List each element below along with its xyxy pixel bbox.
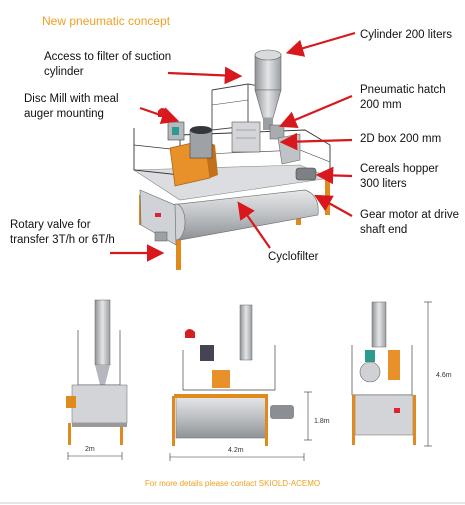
label-cyclofilter: Cyclofilter: [268, 251, 319, 263]
diagram-title: New pneumatic concept: [42, 14, 171, 28]
callout-arrows: [110, 31, 356, 262]
label-pneumatic-hatch: Pneumatic hatch 200 mm: [360, 84, 446, 111]
label-gear-motor: Gear motor at drive shaft end: [360, 209, 460, 236]
dimension-length-front: 4.2m: [228, 447, 244, 454]
dimension-height-total: 4.6m: [436, 372, 452, 379]
footer-contact: For more details please contact SKIOLD-A…: [144, 479, 321, 488]
label-cylinder: Cylinder 200 liters: [360, 29, 453, 41]
label-rotary-valve: Rotary valve for transfer 3T/h or 6T/h: [10, 219, 115, 246]
side-view-left: [66, 299, 128, 460]
dimension-height-front: 1.8m: [314, 418, 330, 425]
front-view: [169, 304, 312, 461]
main-machine: [133, 49, 332, 270]
end-view-right: [351, 301, 432, 447]
label-cereals-hopper: Cereals hopper 300 liters: [360, 163, 439, 190]
label-access-filter: Access to filter of suction cylinder: [44, 51, 172, 78]
dimension-width-left: 2m: [85, 446, 95, 453]
label-disc-mill: Disc Mill with meal auger mounting: [24, 93, 119, 120]
label-2d-box: 2D box 200 mm: [360, 133, 442, 145]
